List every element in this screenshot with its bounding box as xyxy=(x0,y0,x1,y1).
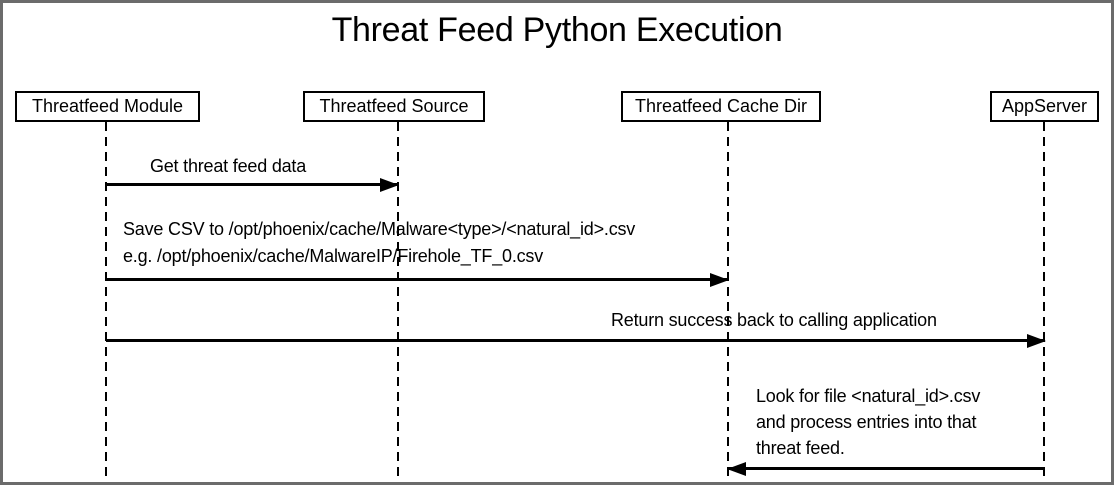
diagram-title: Threat Feed Python Execution xyxy=(331,11,783,49)
message-arrow-return-success xyxy=(106,339,1045,342)
actor-label-threatfeed-source: Threatfeed Source xyxy=(319,96,469,116)
lifeline-threatfeed-source xyxy=(397,122,399,480)
lifeline-threatfeed-cache-dir xyxy=(727,122,729,480)
actor-label-threatfeed-cache-dir: Threatfeed Cache Dir xyxy=(634,96,808,116)
actor-label-threatfeed-module: Threatfeed Module xyxy=(31,96,184,116)
message-label-return-success: Return success back to calling applicati… xyxy=(611,310,937,330)
actor-box-threatfeed-cache-dir: Threatfeed Cache Dir xyxy=(621,91,821,122)
lifeline-threatfeed-module xyxy=(105,122,107,480)
message-label-save-csv: Save CSV to /opt/phoenix/cache/Malware<t… xyxy=(123,219,636,266)
actor-label-appserver: AppServer xyxy=(1001,96,1088,116)
actor-box-appserver: AppServer xyxy=(990,91,1099,122)
message-label-get-threat-feed-data: Get threat feed data xyxy=(149,156,307,176)
message-arrow-get-threat-feed-data xyxy=(106,183,398,186)
message-arrow-save-csv xyxy=(106,278,728,281)
actor-box-threatfeed-source: Threatfeed Source xyxy=(303,91,485,122)
message-arrow-look-for-file xyxy=(728,467,1045,470)
lifeline-appserver xyxy=(1043,122,1045,480)
actor-box-threatfeed-module: Threatfeed Module xyxy=(15,91,200,122)
message-label-look-for-file: Look for file <natural_id>.csv and proce… xyxy=(756,386,981,458)
